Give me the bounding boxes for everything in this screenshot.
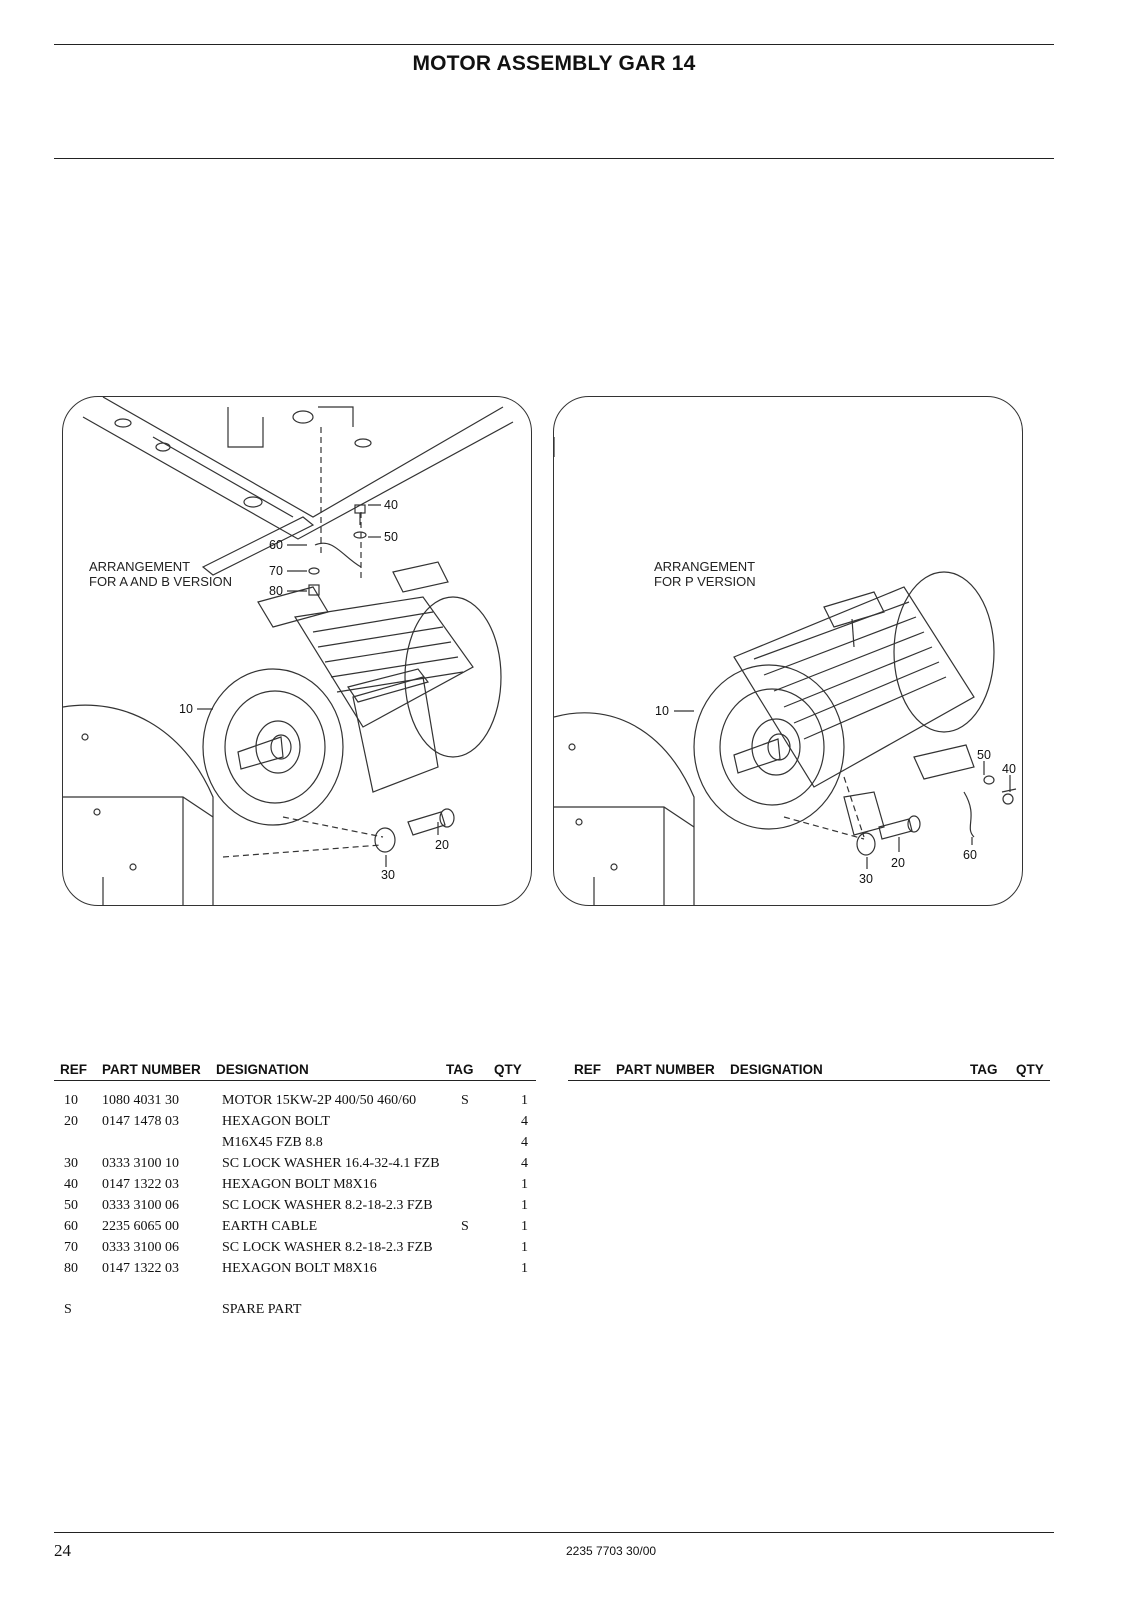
- header-ref: REF: [574, 1062, 601, 1077]
- cell-designation: MOTOR 15KW-2P 400/50 460/60: [222, 1093, 417, 1108]
- table-row: 40 0147 1322 03 HEXAGON BOLT M8X16 1: [54, 1177, 536, 1198]
- header-part-number: PART NUMBER: [616, 1062, 715, 1077]
- callout-30: 30: [859, 872, 873, 886]
- cell-qty: 1: [521, 1198, 528, 1213]
- cell-designation: HEXAGON BOLT M8X16: [222, 1261, 377, 1276]
- table-row: 60 2235 6065 00 EARTH CABLE S 1: [54, 1219, 536, 1240]
- header-tag: TAG: [446, 1062, 474, 1077]
- parts-table-header: REF PART NUMBER DESIGNATION TAG QTY: [568, 1060, 1050, 1081]
- cell-part-number: 0147 1478 03: [102, 1114, 179, 1129]
- figure-panel-ab-version: 40 50 60 70 80 10 20 30 ARRANGEMENT FOR …: [62, 396, 532, 906]
- cell-part-number: 1080 4031 30: [102, 1093, 179, 1108]
- parts-table-right: REF PART NUMBER DESIGNATION TAG QTY: [568, 1060, 1050, 1081]
- table-row: 30 0333 3100 10 SC LOCK WASHER 16.4-32-4…: [54, 1156, 536, 1177]
- callout-40: 40: [384, 498, 398, 512]
- arrangement-label-ab: ARRANGEMENT FOR A AND B VERSION: [89, 559, 233, 589]
- parts-table-header: REF PART NUMBER DESIGNATION TAG QTY: [54, 1060, 536, 1081]
- document-number: 2235 7703 30/00: [566, 1544, 657, 1558]
- callout-50: 50: [384, 530, 398, 544]
- cell-part-number: 0147 1322 03: [102, 1261, 179, 1276]
- cell-designation: EARTH CABLE: [222, 1219, 318, 1234]
- callout-10: 10: [655, 704, 669, 718]
- page-title: MOTOR ASSEMBLY GAR 14: [412, 52, 696, 75]
- spare-part-note: S SPARE PART: [54, 1302, 536, 1323]
- parts-table-body: 10 1080 4031 30 MOTOR 15KW-2P 400/50 460…: [54, 1093, 536, 1323]
- cell-ref: 50: [64, 1198, 78, 1213]
- callout-10: 10: [179, 702, 193, 716]
- note-code: S: [64, 1302, 72, 1317]
- table-row: 10 1080 4031 30 MOTOR 15KW-2P 400/50 460…: [54, 1093, 536, 1114]
- callout-20: 20: [891, 856, 905, 870]
- table-row: 50 0333 3100 06 SC LOCK WASHER 8.2-18-2.…: [54, 1198, 536, 1219]
- cell-ref: 10: [64, 1093, 78, 1108]
- callout-30: 30: [381, 868, 395, 882]
- cell-tag: S: [461, 1093, 469, 1108]
- cell-qty: 1: [521, 1177, 528, 1192]
- table-row: 70 0333 3100 06 SC LOCK WASHER 8.2-18-2.…: [54, 1240, 536, 1261]
- header-qty: QTY: [1016, 1062, 1044, 1077]
- cell-qty: 4: [521, 1156, 528, 1171]
- callout-70: 70: [269, 564, 283, 578]
- table-row: M16X45 FZB 8.8 4: [54, 1135, 536, 1156]
- figure-panel-p-version: 10 50 40 60 20 30 ARRANGEMENT FOR P VERS…: [553, 396, 1023, 906]
- header-qty: QTY: [494, 1062, 522, 1077]
- cell-qty: 1: [521, 1093, 528, 1108]
- callout-80: 80: [269, 584, 283, 598]
- cell-part-number: 0147 1322 03: [102, 1177, 179, 1192]
- cell-ref: 60: [64, 1219, 78, 1234]
- motor-drawing-p: 10 50 40 60 20 30: [554, 437, 1017, 905]
- motor-drawing-ab: 40 50 60 70 80 10 20 30: [63, 397, 514, 905]
- cell-part-number: 2235 6065 00: [102, 1219, 179, 1234]
- cell-designation: SC LOCK WASHER 8.2-18-2.3 FZB: [222, 1198, 433, 1213]
- header-tag: TAG: [970, 1062, 998, 1077]
- callout-50: 50: [977, 748, 991, 762]
- header-bottom-rule: [54, 158, 1054, 159]
- cell-qty: 4: [521, 1114, 528, 1129]
- callout-60: 60: [963, 848, 977, 862]
- cell-qty: 1: [521, 1240, 528, 1255]
- cell-ref: 20: [64, 1114, 78, 1129]
- callout-40: 40: [1002, 762, 1016, 776]
- cell-designation: SC LOCK WASHER 16.4-32-4.1 FZB: [222, 1156, 440, 1171]
- cell-tag: S: [461, 1219, 469, 1234]
- top-rule: [54, 44, 1054, 45]
- arrangement-label-p: ARRANGEMENT FOR P VERSION: [654, 559, 756, 589]
- cell-ref: 40: [64, 1177, 78, 1192]
- cell-designation: HEXAGON BOLT M8X16: [222, 1177, 377, 1192]
- footer-rule: [54, 1532, 1054, 1533]
- cell-ref: 70: [64, 1240, 78, 1255]
- cell-part-number: 0333 3100 10: [102, 1156, 179, 1171]
- cell-part-number: 0333 3100 06: [102, 1240, 179, 1255]
- cell-qty: 1: [521, 1219, 528, 1234]
- table-row: 80 0147 1322 03 HEXAGON BOLT M8X16 1: [54, 1261, 536, 1282]
- note-text: SPARE PART: [222, 1302, 302, 1317]
- cell-ref: 80: [64, 1261, 78, 1276]
- callout-60: 60: [269, 538, 283, 552]
- header-designation: DESIGNATION: [730, 1062, 823, 1077]
- callout-20: 20: [435, 838, 449, 852]
- cell-designation: M16X45 FZB 8.8: [222, 1135, 323, 1150]
- parts-table-left: REF PART NUMBER DESIGNATION TAG QTY 10 1…: [54, 1060, 536, 1323]
- cell-qty: 4: [521, 1135, 528, 1150]
- header-designation: DESIGNATION: [216, 1062, 309, 1077]
- header-part-number: PART NUMBER: [102, 1062, 201, 1077]
- cell-part-number: 0333 3100 06: [102, 1198, 179, 1213]
- page-number: 24: [54, 1541, 71, 1560]
- cell-designation: SC LOCK WASHER 8.2-18-2.3 FZB: [222, 1240, 433, 1255]
- cell-ref: 30: [64, 1156, 78, 1171]
- cell-qty: 1: [521, 1261, 528, 1276]
- table-row: 20 0147 1478 03 HEXAGON BOLT 4: [54, 1114, 536, 1135]
- header-ref: REF: [60, 1062, 87, 1077]
- cell-designation: HEXAGON BOLT: [222, 1114, 330, 1129]
